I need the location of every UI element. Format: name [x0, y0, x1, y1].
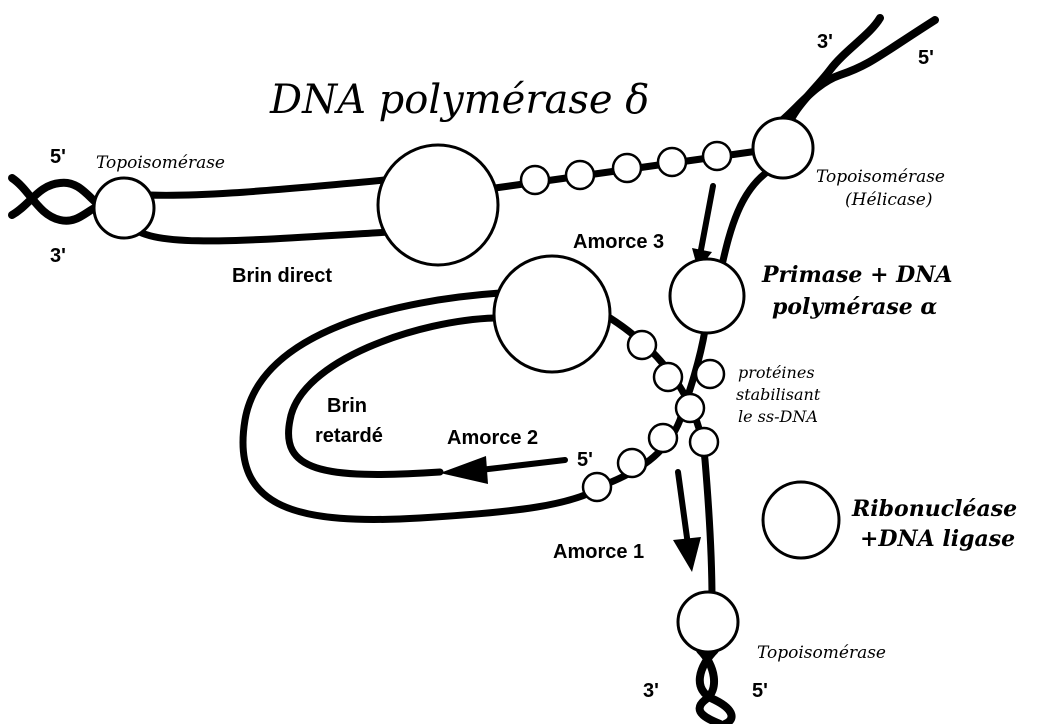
amorce3-arrow — [692, 183, 716, 270]
diagram-title: DNA polymérase δ — [269, 77, 649, 123]
label-5prime-bottom: 5' — [752, 680, 768, 702]
brin-direct-template — [126, 221, 394, 245]
label-proteines-line3: le ss-DNA — [738, 407, 818, 426]
label-topoisomerase-right: Topoisomérase — [816, 167, 945, 187]
ribonuclease-circle — [761, 480, 841, 560]
label-topoisomerase-bottom: Topoisomérase — [757, 643, 886, 663]
polymerase-delta-leading-circle — [376, 143, 500, 267]
lagging-template-strand — [718, 166, 774, 269]
topoisomerase-bottom-circle — [676, 590, 740, 654]
top-right-helix — [764, 14, 939, 139]
ssb-protein — [674, 392, 706, 424]
label-topoisomerase-left: Topoisomérase — [96, 153, 225, 173]
ssb-lower-cluster — [581, 329, 726, 503]
label-retarde: retardé — [315, 425, 383, 447]
label-primase-line1: Primase + DNA — [761, 262, 952, 288]
label-5prime-left: 5' — [50, 146, 66, 168]
ssb-protein — [647, 422, 679, 454]
ssb-protein — [656, 146, 688, 178]
label-3prime-bottom: 3' — [643, 680, 659, 702]
left-helix — [8, 174, 109, 225]
label-amorce3: Amorce 3 — [573, 231, 664, 253]
ssb-protein — [626, 329, 658, 361]
ssb-protein — [581, 471, 613, 503]
ssb-top-row — [519, 140, 733, 196]
label-primase-line2: polymérase α — [772, 294, 937, 320]
helicase-circle — [751, 116, 815, 180]
label-amorce2: Amorce 2 — [447, 427, 538, 449]
topoisomerase-left-circle — [92, 176, 156, 240]
label-brin: Brin — [327, 395, 367, 417]
ssb-protein — [616, 447, 648, 479]
amorce2-arrow — [440, 456, 568, 484]
label-helicase: (Hélicase) — [845, 190, 932, 210]
label-5prime-primer2: 5' — [577, 449, 593, 471]
label-3prime-left: 3' — [50, 245, 66, 267]
label-3prime-top: 3' — [817, 31, 833, 53]
label-ribonuclease-line1: Ribonucléase — [851, 496, 1017, 522]
label-ribonuclease-line2: +DNA ligase — [860, 526, 1015, 552]
primase-circle — [668, 257, 746, 335]
amorce1-arrow — [673, 469, 701, 572]
ssb-protein — [701, 140, 733, 172]
ssb-protein — [652, 361, 684, 393]
ssb-protein — [611, 152, 643, 184]
label-brin-direct: Brin direct — [232, 265, 332, 287]
label-proteines-line2: stabilisant — [736, 385, 821, 404]
brin-direct-strand — [121, 176, 389, 199]
ssb-protein — [519, 164, 551, 196]
label-proteines-line1: protéines — [738, 363, 815, 382]
ssb-protein — [694, 358, 726, 390]
ssb-protein — [688, 426, 720, 458]
label-5prime-top: 5' — [918, 47, 934, 69]
polymerase-delta-lagging-circle — [492, 254, 612, 374]
lagging-loop-inner — [285, 314, 499, 478]
ssb-protein — [564, 159, 596, 191]
lagging-loop-outer — [239, 289, 604, 523]
bottom-helix — [695, 646, 736, 724]
label-amorce1: Amorce 1 — [553, 541, 644, 563]
